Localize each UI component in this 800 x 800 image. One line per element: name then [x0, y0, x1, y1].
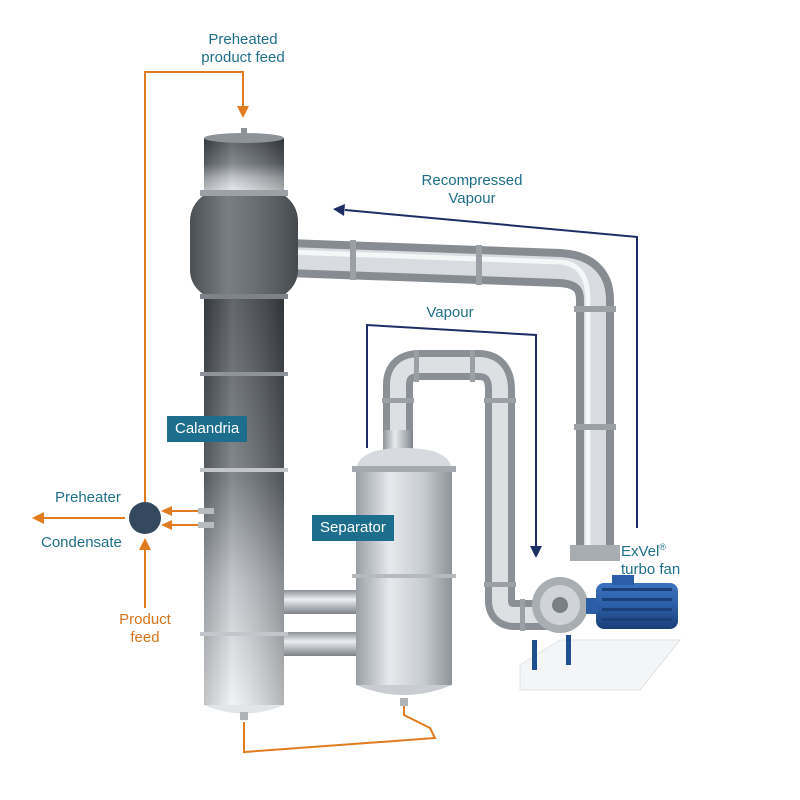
product-feed-label: Product feed [119, 611, 171, 646]
arrow-icon [530, 546, 542, 558]
calandria-tag: Calandria [167, 416, 248, 442]
motor-icon [586, 575, 678, 629]
arrow-icon [161, 520, 172, 530]
arrow-icon [333, 204, 345, 216]
junction-node-icon [129, 502, 161, 534]
separator-tag: Separator [312, 515, 394, 541]
arrow-icon [237, 106, 249, 118]
arrow-icon [32, 512, 44, 524]
exvel-name: ExVel [621, 543, 660, 560]
exvel-turbo-fan-label: ExVel® turbo fan [621, 538, 680, 579]
vapour-pipe [382, 350, 548, 631]
condensate-return-lines [170, 510, 198, 526]
vapour-arrow [366, 323, 537, 548]
turbo-fan-icon [532, 577, 588, 633]
arrow-icon [139, 538, 151, 550]
preheated-feed-line [144, 71, 244, 505]
separator-vessel [352, 430, 456, 706]
recompressed-vapour-pipe [287, 239, 620, 561]
vapour-label: Vapour [426, 304, 474, 321]
condensate-label: Condensate [41, 534, 122, 551]
turbo-fan-assembly [519, 575, 682, 691]
recompressed-vapour-label: Recompressed Vapour [421, 172, 523, 207]
exvel-subtitle: turbo fan [621, 561, 681, 578]
recompressed-vapour-arrow [344, 209, 638, 528]
registered-mark: ® [659, 542, 666, 552]
arrow-icon [161, 506, 172, 516]
calandria-column [190, 128, 298, 720]
preheater-label: Preheater [55, 489, 121, 506]
connection-pipes [280, 590, 370, 656]
preheated-product-feed-label: Preheated product feed [201, 31, 285, 66]
bottom-drain-line [243, 706, 437, 754]
